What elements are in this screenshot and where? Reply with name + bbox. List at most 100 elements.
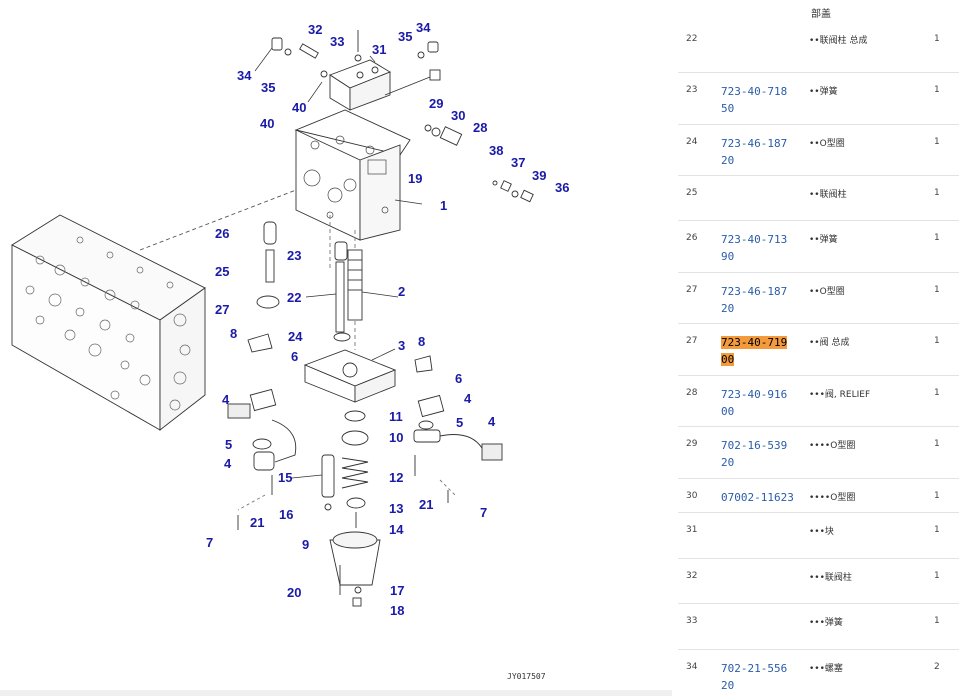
parts-row[interactable]: 24 723-46-18720 ••O型圈 1: [678, 125, 959, 176]
callout-34: 34: [416, 20, 431, 35]
parts-list-panel: 部盖 22 ••联阀柱 总成 1 23 723-40-71850 ••弹簧 1 …: [678, 0, 959, 696]
parts-row[interactable]: 29 702-16-53920 ••••O型圈 1: [678, 427, 959, 479]
callout-28: 28: [473, 120, 487, 135]
part-number-link[interactable]: 723-46-18720: [721, 285, 788, 315]
callout-18: 18: [390, 603, 404, 618]
callout-9: 9: [302, 537, 309, 552]
ref-number: 31: [686, 525, 698, 535]
ref-number: 34: [686, 662, 698, 672]
parts-row[interactable]: 31 •••块 1: [678, 513, 959, 559]
part-description: •••螺塞: [809, 664, 843, 674]
callout-5: 5: [456, 415, 463, 430]
description-column-header: 部盖: [811, 9, 831, 20]
callout-35: 35: [261, 80, 275, 95]
part-description: ••O型圈: [809, 287, 845, 297]
part-description: •••块: [809, 527, 834, 537]
callout-20: 20: [287, 585, 301, 600]
ref-number: 33: [686, 616, 698, 626]
parts-row-selected[interactable]: 27 723-40-71900 ••阀 总成 1: [678, 324, 959, 376]
callout-34: 34: [237, 68, 252, 83]
part-number-link[interactable]: 702-21-55620: [721, 662, 788, 692]
part-description: •••联阀柱: [809, 573, 852, 583]
callout-7: 7: [480, 505, 487, 520]
ref-number: 28: [686, 388, 698, 398]
quantity: 2: [934, 662, 940, 672]
exploded-parts-diagram: 32 33 31 34 35 34 35 40 40 29 30 28 38 3…: [0, 20, 672, 696]
top-block-drawing: [329, 59, 392, 111]
ref-number: 22: [686, 34, 698, 44]
parts-row[interactable]: 34 702-21-55620 •••螺塞 2: [678, 650, 959, 696]
callout-22: 22: [287, 290, 301, 305]
ref-number: 30: [686, 491, 698, 501]
callout-13: 13: [389, 501, 403, 516]
callout-35: 35: [398, 29, 412, 44]
callout-1: 1: [440, 198, 447, 213]
parts-row[interactable]: 33 •••弹簧 1: [678, 604, 959, 650]
part-description: ••••O型圈: [809, 441, 856, 451]
figure-code: JY017507: [507, 672, 546, 681]
callout-4: 4: [488, 414, 496, 429]
callout-11: 11: [389, 409, 403, 424]
parts-row[interactable]: 22 ••联阀柱 总成 1: [678, 22, 959, 73]
part-number-link-highlighted[interactable]: 723-40-71900: [721, 334, 791, 368]
part-number-link[interactable]: 723-46-18720: [721, 137, 788, 167]
quantity: 1: [934, 388, 940, 398]
callout-6: 6: [291, 349, 298, 364]
scroll-strip: [0, 690, 672, 696]
callout-5: 5: [225, 437, 232, 452]
callout-36: 36: [555, 180, 569, 195]
parts-row[interactable]: 28 723-40-91600 •••阀, RELIEF 1: [678, 376, 959, 427]
callout-10: 10: [389, 430, 403, 445]
callout-27: 27: [215, 302, 229, 317]
ref-number: 26: [686, 233, 698, 243]
parts-row[interactable]: 27 723-46-18720 ••O型圈 1: [678, 273, 959, 324]
part-number-link[interactable]: 723-40-71850: [721, 85, 788, 115]
part-description: •••阀, RELIEF: [809, 390, 871, 400]
part-number-link[interactable]: 07002-11623: [721, 491, 794, 504]
quantity: 1: [934, 233, 940, 243]
part-description: ••O型圈: [809, 139, 845, 149]
callout-8: 8: [230, 326, 237, 341]
callout-31: 31: [372, 42, 386, 57]
ref-number: 23: [686, 85, 698, 95]
diagram-canvas: 32 33 31 34 35 34 35 40 40 29 30 28 38 3…: [11, 20, 569, 681]
quantity: 1: [934, 439, 940, 449]
parts-row[interactable]: 32 •••联阀柱 1: [678, 559, 959, 604]
part-description: ••阀 总成: [809, 338, 850, 348]
part-number-link[interactable]: 723-40-91600: [721, 388, 788, 418]
parts-row[interactable]: 26 723-40-71390 ••弹簧 1: [678, 221, 959, 273]
parts-row[interactable]: 25 ••联阀柱 1: [678, 176, 959, 221]
callout-23: 23: [287, 248, 301, 263]
ref-number: 24: [686, 137, 698, 147]
callout-30: 30: [451, 108, 465, 123]
ref-number: 27: [686, 285, 698, 295]
ref-number: 25: [686, 188, 698, 198]
callout-33: 33: [330, 34, 344, 49]
manifold-block-drawing: [11, 214, 206, 431]
part-description: •••弹簧: [809, 618, 843, 628]
callout-4: 4: [464, 391, 472, 406]
part-number-link[interactable]: 702-16-53920: [721, 439, 788, 469]
callout-4: 4: [224, 456, 232, 471]
callout-25: 25: [215, 264, 229, 279]
callout-32: 32: [308, 22, 322, 37]
callout-37: 37: [511, 155, 525, 170]
quantity: 1: [934, 137, 940, 147]
quantity: 1: [934, 34, 940, 44]
quantity: 1: [934, 85, 940, 95]
callout-17: 17: [390, 583, 404, 598]
callout-26: 26: [215, 226, 229, 241]
part-description: ••联阀柱: [809, 190, 847, 200]
callout-7: 7: [206, 535, 213, 550]
quantity: 1: [934, 616, 940, 626]
part-description: ••弹簧: [809, 87, 838, 97]
highlighted-part-number: 723-40-71900: [721, 336, 788, 366]
callout-21: 21: [250, 515, 264, 530]
part-number-link[interactable]: 723-40-71390: [721, 233, 788, 263]
parts-row[interactable]: 30 07002-11623 ••••O型圈 1: [678, 479, 959, 513]
part-description: ••••O型圈: [809, 493, 856, 503]
callout-38: 38: [489, 143, 503, 158]
sub-body-drawing: [303, 349, 397, 403]
callout-21: 21: [419, 497, 433, 512]
parts-row[interactable]: 23 723-40-71850 ••弹簧 1: [678, 73, 959, 125]
